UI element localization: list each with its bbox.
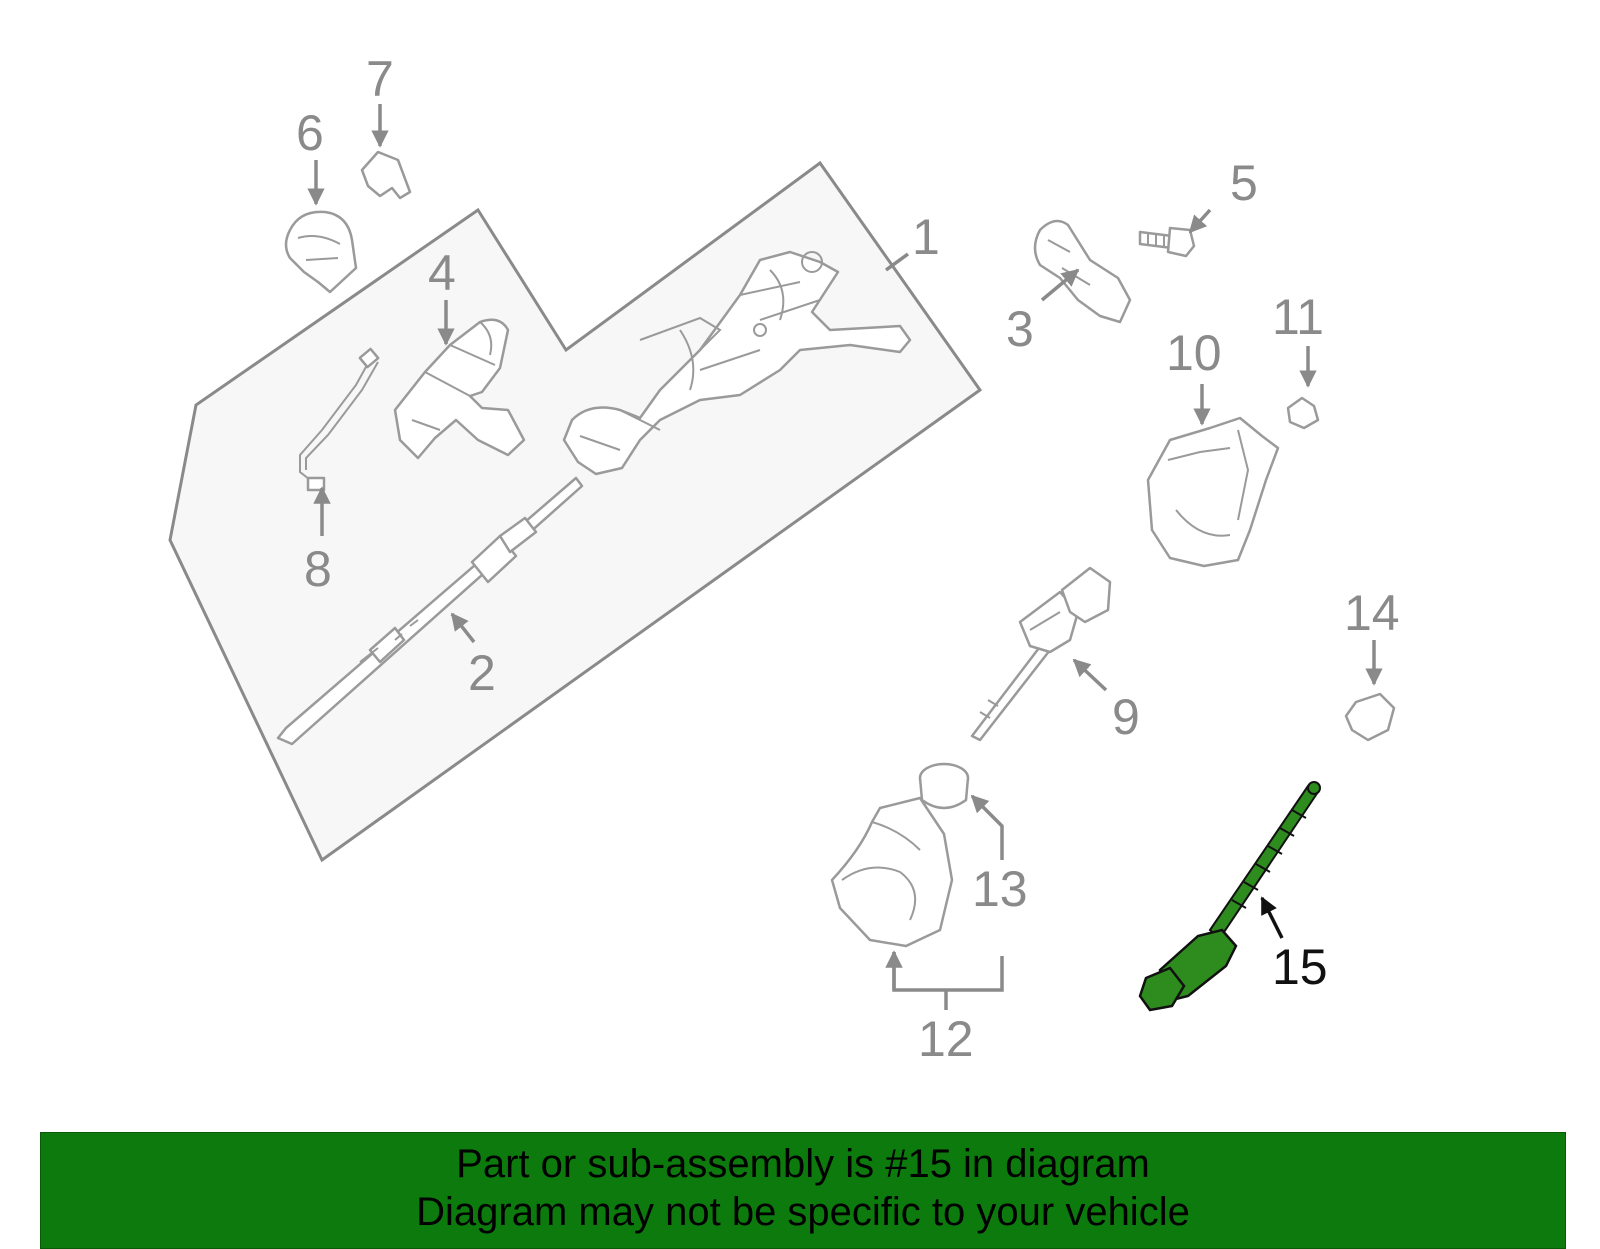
callout-4: 4 xyxy=(428,245,456,301)
callout-3: 3 xyxy=(1006,301,1034,357)
callout-10: 10 xyxy=(1166,325,1222,381)
part-13-grommet[interactable] xyxy=(918,762,970,810)
part-4-lock-housing[interactable] xyxy=(393,318,526,460)
info-banner: Part or sub-assembly is #15 in diagram D… xyxy=(40,1132,1566,1249)
part-6-bracket[interactable] xyxy=(284,210,358,294)
part-9-intermediate-shaft[interactable] xyxy=(970,566,1112,742)
callout-6: 6 xyxy=(296,105,324,161)
callout-5: 5 xyxy=(1230,155,1258,211)
banner-disclaimer: Diagram may not be specific to your vehi… xyxy=(416,1190,1190,1234)
callout-1: 1 xyxy=(912,209,940,265)
part-15-highlighted-shaft[interactable] xyxy=(1138,781,1321,1012)
part-8-wire[interactable] xyxy=(299,347,380,492)
callout-14: 14 xyxy=(1344,585,1400,641)
callout-labels: 1 2 3 4 5 6 7 8 9 10 11 12 13 14 15 xyxy=(296,51,1400,1067)
callout-9: 9 xyxy=(1112,689,1140,745)
part-3-bracket[interactable] xyxy=(1033,219,1132,324)
banner-part-note: Part or sub-assembly is #15 in diagram xyxy=(456,1142,1150,1186)
callout-7: 7 xyxy=(366,51,394,107)
callout-11: 11 xyxy=(1272,289,1324,345)
leader-lines xyxy=(307,104,1383,1010)
callout-12: 12 xyxy=(918,1011,974,1067)
part-10-cover[interactable] xyxy=(1146,416,1280,568)
part-7-clip[interactable] xyxy=(360,150,412,200)
callout-2: 2 xyxy=(468,645,496,701)
assembly-outline xyxy=(168,160,983,863)
part-1-column-housing[interactable] xyxy=(562,250,912,476)
part-14-clip[interactable] xyxy=(1344,692,1396,742)
part-12-boot[interactable] xyxy=(830,796,954,948)
callout-15: 15 xyxy=(1272,939,1328,995)
callout-13: 13 xyxy=(972,861,1028,917)
part-2-shaft[interactable] xyxy=(276,476,584,746)
part-5-bolt[interactable] xyxy=(1138,226,1196,258)
callout-8: 8 xyxy=(304,541,332,597)
parts-diagram: 1 2 3 4 5 6 7 8 9 10 11 12 13 14 15 xyxy=(168,51,1400,1067)
part-11-clip[interactable] xyxy=(1286,396,1320,430)
